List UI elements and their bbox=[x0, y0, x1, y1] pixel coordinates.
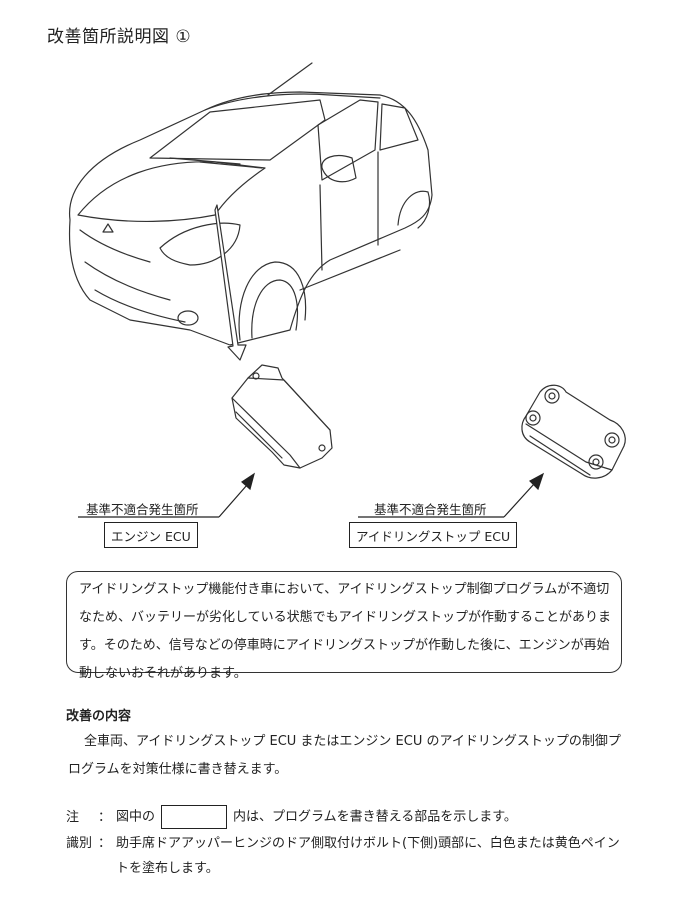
defect-notice: アイドリングストップ機能付き車において、アイドリングストップ制御プログラムが不適… bbox=[66, 571, 622, 681]
note-text-pre: 図中の bbox=[116, 809, 156, 825]
page-title: 改善箇所説明図 ① bbox=[47, 27, 192, 47]
note-separator: ： bbox=[98, 809, 112, 825]
improvement-heading: 改善の内容 bbox=[66, 709, 132, 724]
notice-line: す。そのため、信号などの停車時にアイドリングストップが作動した後に、エンジンが再… bbox=[79, 638, 610, 653]
idle-stop-ecu-label: アイドリングストップ ECU bbox=[349, 522, 518, 548]
notice-line: なため、バッテリーが劣化している状態でもアイドリングストップが作動することがあり… bbox=[79, 610, 611, 625]
improvement-body: 全車両、アイドリングストップ ECU またはエンジン ECU のアイドリングスト… bbox=[68, 734, 621, 777]
note-row: 注 ：図中の 内は、プログラムを書き替える部品を示します。 bbox=[66, 805, 517, 829]
legend-box bbox=[161, 805, 228, 829]
note-key: 注 bbox=[66, 809, 80, 825]
identification-key: 識別 bbox=[66, 836, 93, 851]
identification-row: 識別 ： 助手席ドアアッパーヒンジのドア側取付けボルト(下側)頭部に、白色または黄色… bbox=[66, 832, 620, 851]
notice-line: 動しないおそれがあります。 bbox=[79, 666, 247, 681]
idle-stop-ecu-caption: 基準不適合発生箇所 bbox=[374, 502, 487, 517]
note-text-post: 内は、プログラムを書き替える部品を示します。 bbox=[233, 809, 517, 825]
notice-line: アイドリングストップ機能付き車において、アイドリングストップ制御プログラムが不適… bbox=[79, 582, 610, 597]
engine-ecu-label: エンジン ECU bbox=[104, 522, 198, 548]
identification-text-continued: トを塗布します。 bbox=[116, 861, 219, 876]
identification-text: 助手席ドアアッパーヒンジのドア側取付けボルト(下側)頭部に、白色または黄色ペイン bbox=[116, 836, 620, 851]
identification-separator: ： bbox=[98, 836, 112, 851]
engine-ecu-caption: 基準不適合発生箇所 bbox=[86, 502, 199, 517]
